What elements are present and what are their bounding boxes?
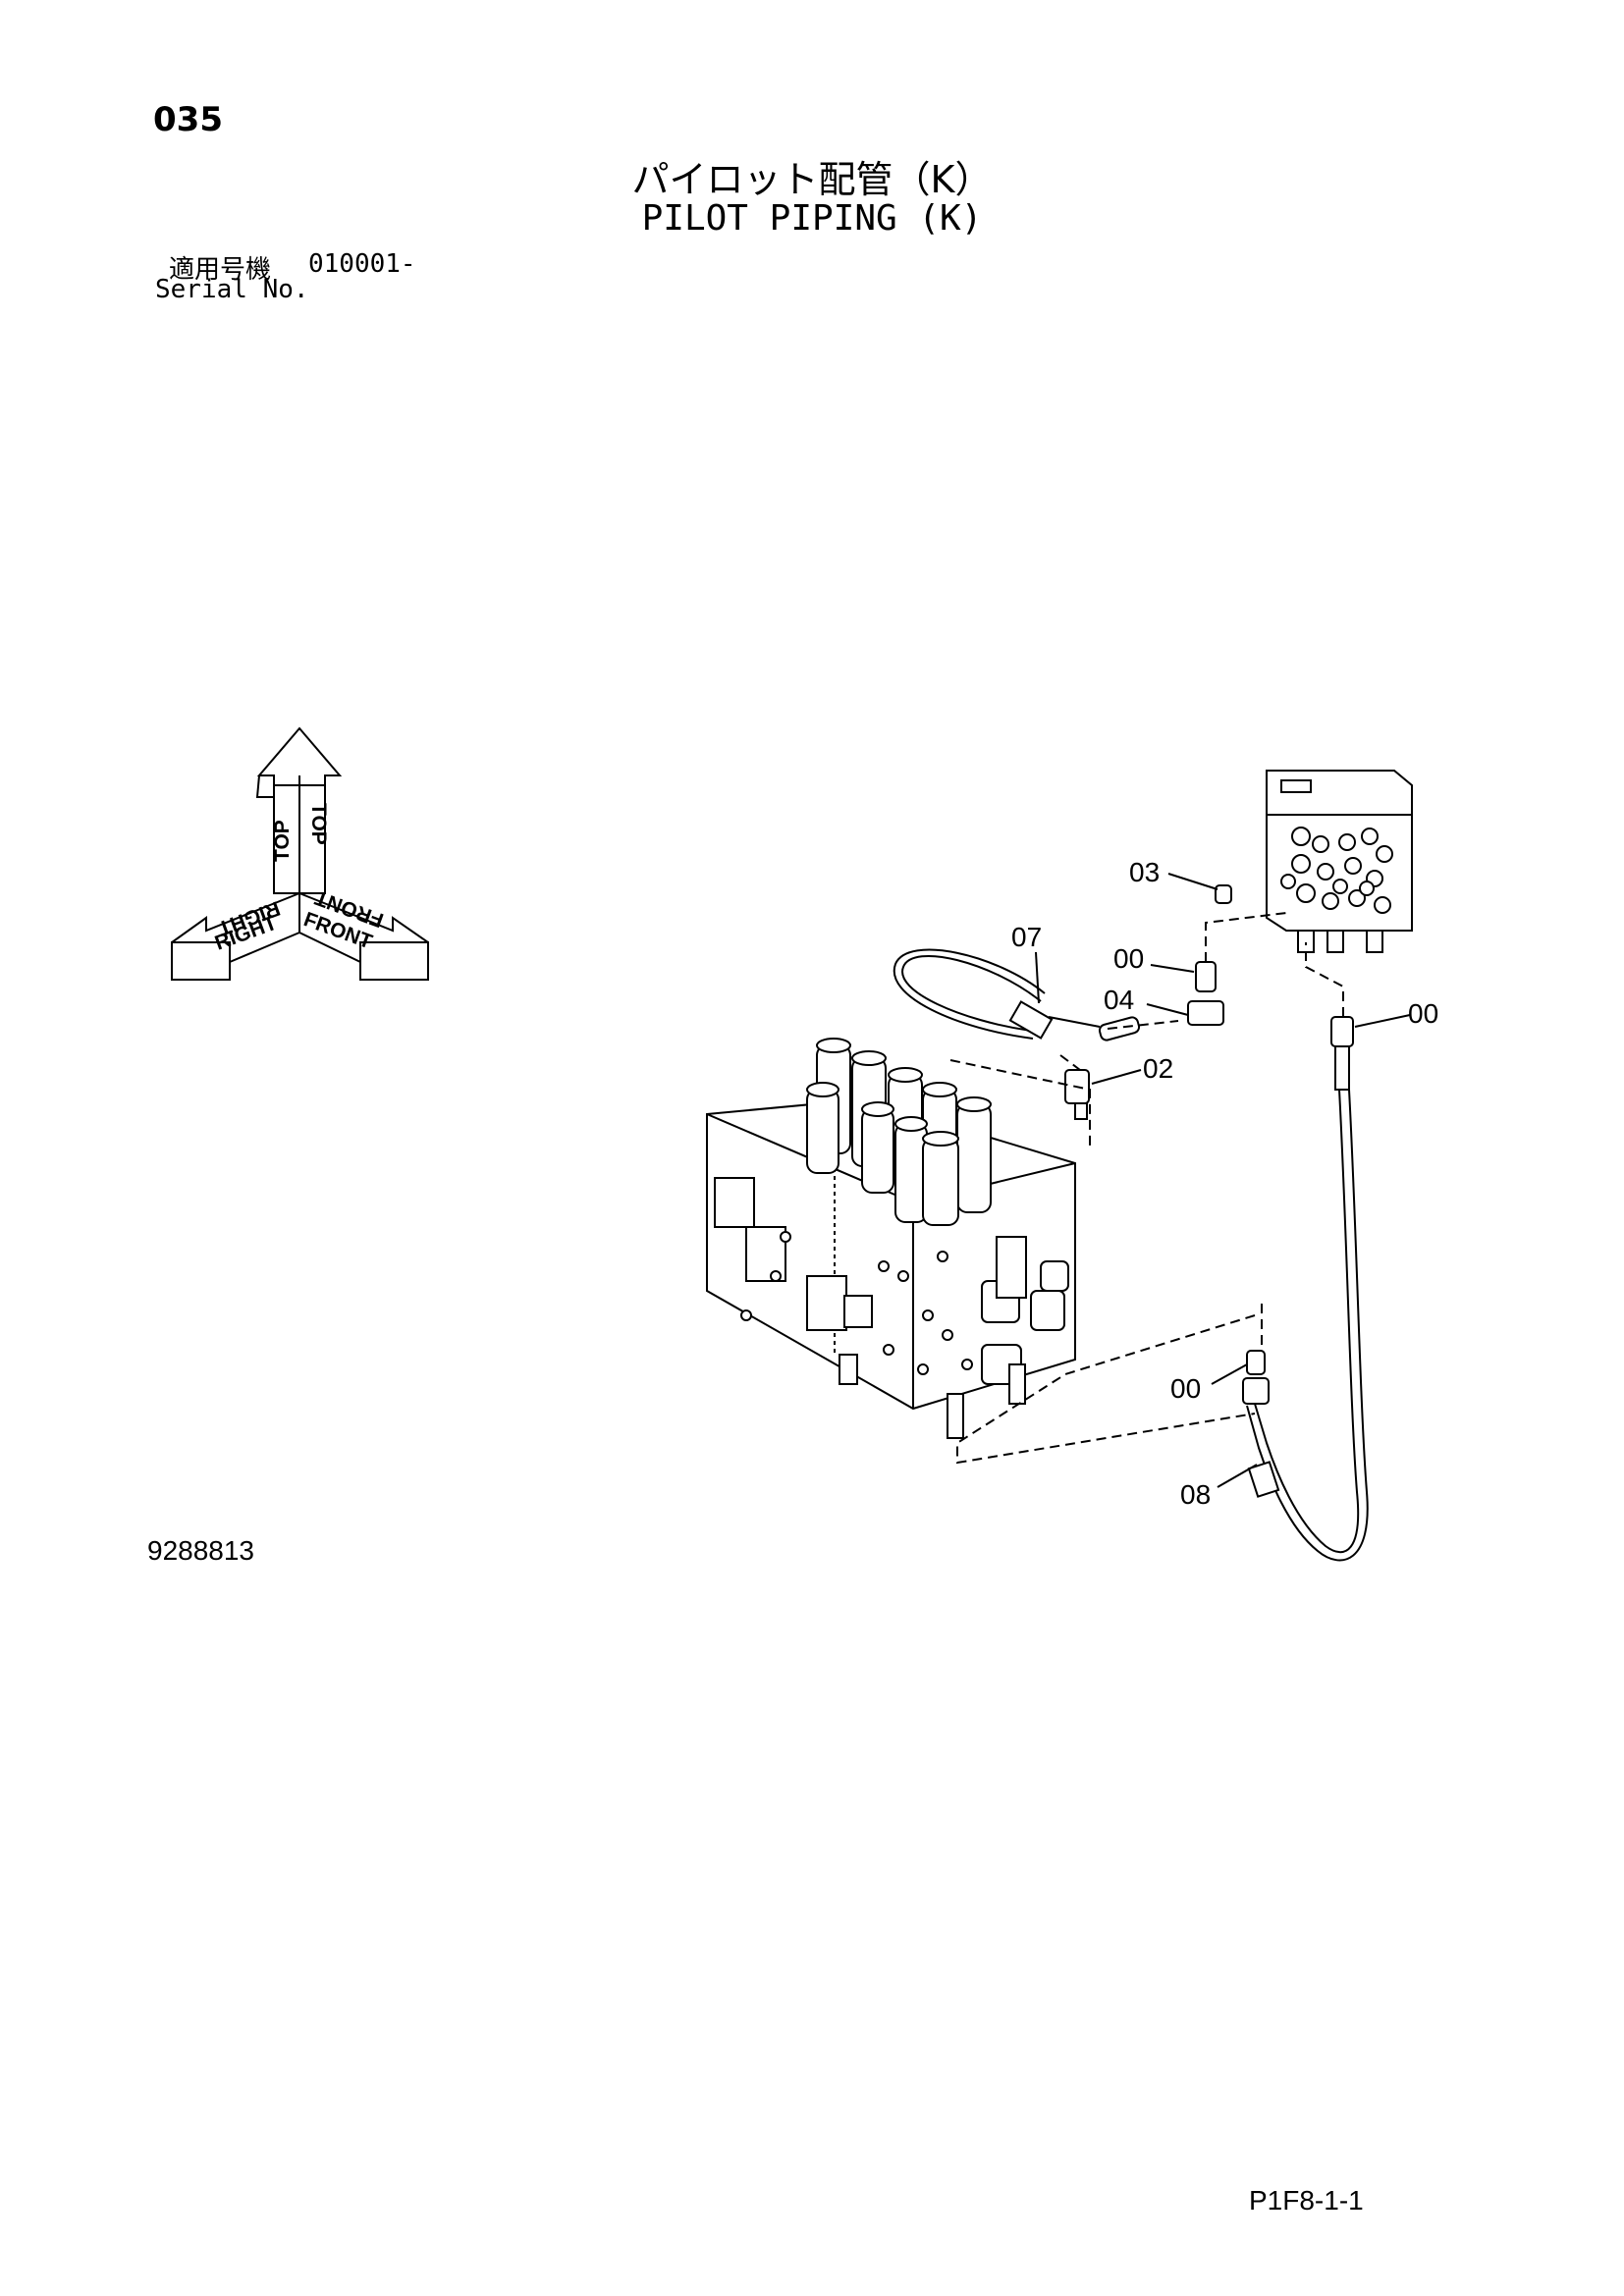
serial-number-value: 010001- xyxy=(308,249,416,279)
orientation-indicator xyxy=(171,726,429,981)
pilot-valve-block xyxy=(1266,770,1413,953)
plug-03 xyxy=(1215,884,1232,904)
fitting-04 xyxy=(1048,1016,1141,1041)
orientation-top-label-mirror: TOP xyxy=(271,820,294,862)
elbow-02 xyxy=(1064,1069,1090,1120)
callout-04: 04 xyxy=(1104,985,1134,1015)
serial-label-japanese: 適用号機 xyxy=(169,255,272,285)
callout-08: 08 xyxy=(1180,1479,1211,1510)
control-valve-block xyxy=(706,1038,1076,1439)
control-valve-spools xyxy=(806,1038,992,1226)
connection-lines xyxy=(949,912,1344,1465)
adapter-00-lower xyxy=(1242,1350,1270,1405)
callout-03: 03 xyxy=(1129,857,1160,887)
page-number: 035 xyxy=(153,100,223,139)
callout-00-right: 00 xyxy=(1408,998,1438,1029)
hose-07 xyxy=(893,948,1054,1040)
adapter-00-upper xyxy=(1187,961,1224,1026)
page-title-english: PILOT PIPING (K) xyxy=(641,198,983,239)
adapter-00-right xyxy=(1330,1016,1354,1091)
callout-02: 02 xyxy=(1143,1053,1173,1084)
drawing-number: 9288813 xyxy=(147,1535,255,1566)
control-valve-holes xyxy=(740,1231,973,1375)
page-title-japanese: パイロット配管（K） xyxy=(631,158,993,201)
callout-07: 07 xyxy=(1011,922,1042,952)
callout-labels: 03 07 00 04 00 02 00 08 xyxy=(1011,857,1438,1510)
callout-00-lower: 00 xyxy=(1170,1373,1201,1404)
serial-label-english: Serial No. xyxy=(155,275,309,304)
page-code: P1F8-1-1 xyxy=(1249,2185,1364,2216)
hose-08 xyxy=(1246,1089,1369,1562)
pilot-valve-ports xyxy=(1280,827,1393,914)
leader-lines xyxy=(1035,873,1411,1488)
orientation-top-label: TOP xyxy=(307,803,330,845)
callout-00-upper: 00 xyxy=(1113,943,1144,974)
